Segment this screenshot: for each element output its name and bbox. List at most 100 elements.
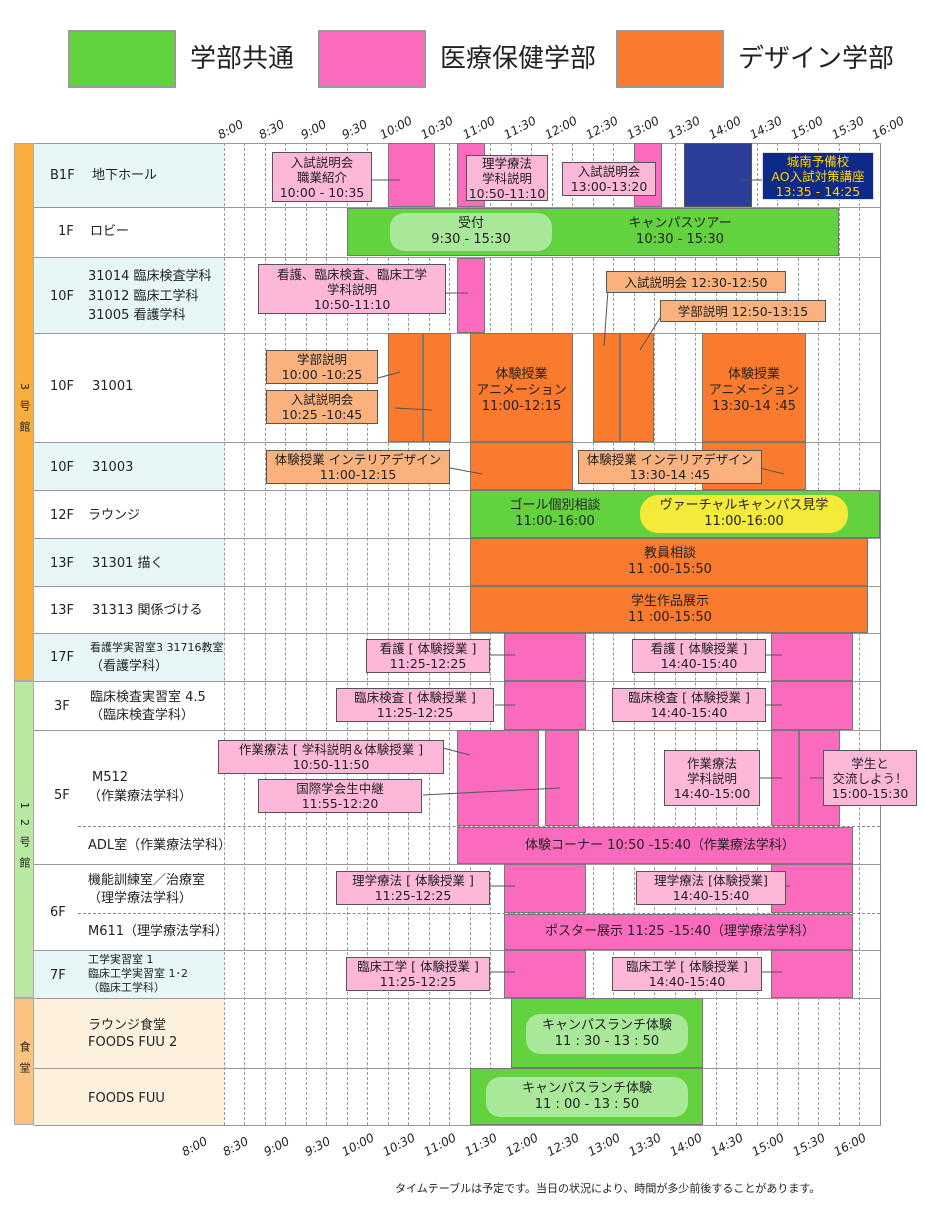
event-bar: [771, 950, 853, 998]
bar-text-line: 体験コーナー 10:50 -15:40（作業療法学科）: [525, 838, 795, 853]
room-label: ADL室（作業療法学科）: [88, 838, 232, 853]
event-bar: [457, 730, 539, 826]
callout-text: 理学療法: [481, 155, 532, 171]
event-callout: 国際学会生中継 11:55-12:20: [258, 779, 422, 813]
callout-text: 看護 [ 体験授業 ]: [379, 641, 477, 656]
callout-text: 城南予備校: [786, 153, 850, 169]
floor-label: 7F: [50, 968, 66, 983]
event-bar: [593, 333, 620, 442]
callout-text: 10:00 - 10:35: [279, 184, 365, 200]
row-line: [34, 442, 881, 443]
grid-line: [613, 143, 614, 1125]
row-line: [34, 633, 881, 634]
callout-text: 11:55-12:20: [301, 796, 379, 811]
row-bg: [34, 998, 224, 1068]
floor-label: B1F: [50, 168, 75, 183]
grid-line: [880, 143, 881, 1125]
event-callout: 理学療法 学科説明 10:50-11:10: [466, 155, 548, 201]
grid-line: [449, 143, 450, 1125]
event-callout: 入試説明会 13:00-13:20: [562, 162, 656, 196]
event-callout: 臨床工学 [ 体験授業 ] 11:25-12:25: [346, 957, 490, 991]
footer-note: タイムテーブルは予定です。当日の状況により、時間が多少前後することがあります。: [395, 1182, 821, 1195]
grid-line: [675, 143, 676, 1125]
row-line: [34, 1068, 881, 1069]
grid-line: [265, 143, 266, 1125]
event-callout: 看護、臨床検査、臨床工学 学科説明 10:50-11:10: [258, 264, 446, 314]
floor-label: 12F: [50, 508, 75, 523]
grid-line: [757, 143, 758, 1125]
callout-text: 11:25-12:25: [376, 705, 454, 720]
row-line: [34, 998, 881, 999]
legend-swatch-medical: [318, 30, 426, 88]
event-bar: [470, 442, 573, 490]
row-bg: [34, 730, 224, 864]
callout-text: 10:50-11:50: [292, 757, 370, 772]
row-line: [34, 207, 881, 208]
event-callout: 看護 [ 体験授業 ] 14:40-15:40: [632, 639, 766, 673]
grid-line: [490, 143, 491, 1125]
room-label: M611（理学療法学科）: [88, 924, 229, 939]
callout-text: 国際学会生中継: [296, 781, 384, 796]
callout-text: 11:00-12:15: [319, 467, 397, 482]
floor-label: 13F: [50, 603, 75, 618]
callout-text: 11:25-12:25: [389, 656, 467, 671]
floor-label: 5F: [54, 788, 70, 803]
row-bg: [34, 864, 224, 950]
room-label: 31012 臨床工学科: [88, 289, 199, 304]
event-callout: 学生と 交流しよう！ 15:00-15:30: [823, 750, 917, 806]
callout-text: 入試説明会: [290, 392, 354, 407]
room-label: ロビー: [90, 224, 130, 239]
callout-text: 作業療法 [ 学科説明＆体験授業 ]: [238, 742, 424, 757]
callout-text: 臨床検査 [ 体験授業 ]: [628, 690, 750, 705]
callout-text: 作業療法: [686, 755, 737, 771]
callout-text: 14:40-15:40: [660, 656, 738, 671]
event-bar: [545, 730, 579, 826]
callout-text: 15:00-15:30: [831, 785, 909, 801]
callout-text: 学部説明 12:50-13:15: [677, 303, 809, 319]
room-label: （理学療法学科）: [88, 891, 193, 906]
callout-text: 10:50-11:10: [313, 296, 391, 312]
room-label: （臨床工学科）: [88, 981, 165, 994]
row-line: [34, 864, 881, 865]
row-line: [34, 586, 881, 587]
callout-text: 13:00-13:20: [570, 179, 648, 194]
event-pill: ヴァーチャルキャンパス見学 11:00-16:00: [640, 495, 848, 533]
event-callout: 臨床検査 [ 体験授業 ] 14:40-15:40: [612, 688, 766, 722]
event-bar: [470, 333, 573, 442]
floor-label: 6F: [50, 905, 66, 920]
building-12: 12号館: [14, 681, 34, 998]
event-bar: [504, 864, 586, 913]
sub-row-divider: [78, 913, 880, 914]
callout-text: 理学療法 [体験授業]: [654, 873, 768, 888]
floor-label: 13F: [50, 556, 75, 571]
row-line: [34, 257, 881, 258]
event-callout: 理学療法 [体験授業] 14:40-15:40: [636, 871, 786, 905]
grid-line: [347, 143, 348, 1125]
grid-line: [470, 143, 471, 1125]
row-line: [34, 538, 881, 539]
row-bg: [34, 950, 224, 998]
grid-line: [285, 143, 286, 1125]
row-bg: [34, 333, 224, 442]
callout-text: 14:40-15:40: [648, 974, 726, 989]
grid-line: [388, 143, 389, 1125]
floor-label: 10F: [50, 379, 75, 394]
callout-text: 職業紹介: [296, 169, 347, 185]
bar-text: キャンパスツアー 10:30 - 15:30: [600, 216, 760, 248]
callout-text: 14:40-15:40: [672, 888, 750, 903]
event-bar: [423, 333, 451, 442]
room-label: 31001: [92, 379, 134, 394]
event-bar: [702, 333, 806, 442]
callout-text: 11:25-12:25: [374, 888, 452, 903]
event-callout: 作業療法 [ 学科説明＆体験授業 ] 10:50-11:50: [218, 740, 444, 774]
row-bg: [34, 257, 224, 333]
callout-text: 10:50-11:10: [468, 185, 546, 201]
callout-text: 看護、臨床検査、臨床工学: [276, 266, 427, 282]
bar-text: ゴール個別相談 11:00-16:00: [490, 498, 620, 530]
bar-text-line: アニメーション: [708, 383, 800, 398]
sub-row-divider: [78, 826, 880, 827]
callout-text: 10:25 -10:45: [281, 407, 363, 422]
bar-text-line: 10:30 - 15:30: [636, 232, 724, 247]
event-bar: [620, 333, 654, 442]
bar-text-line: アニメーション: [476, 383, 567, 398]
